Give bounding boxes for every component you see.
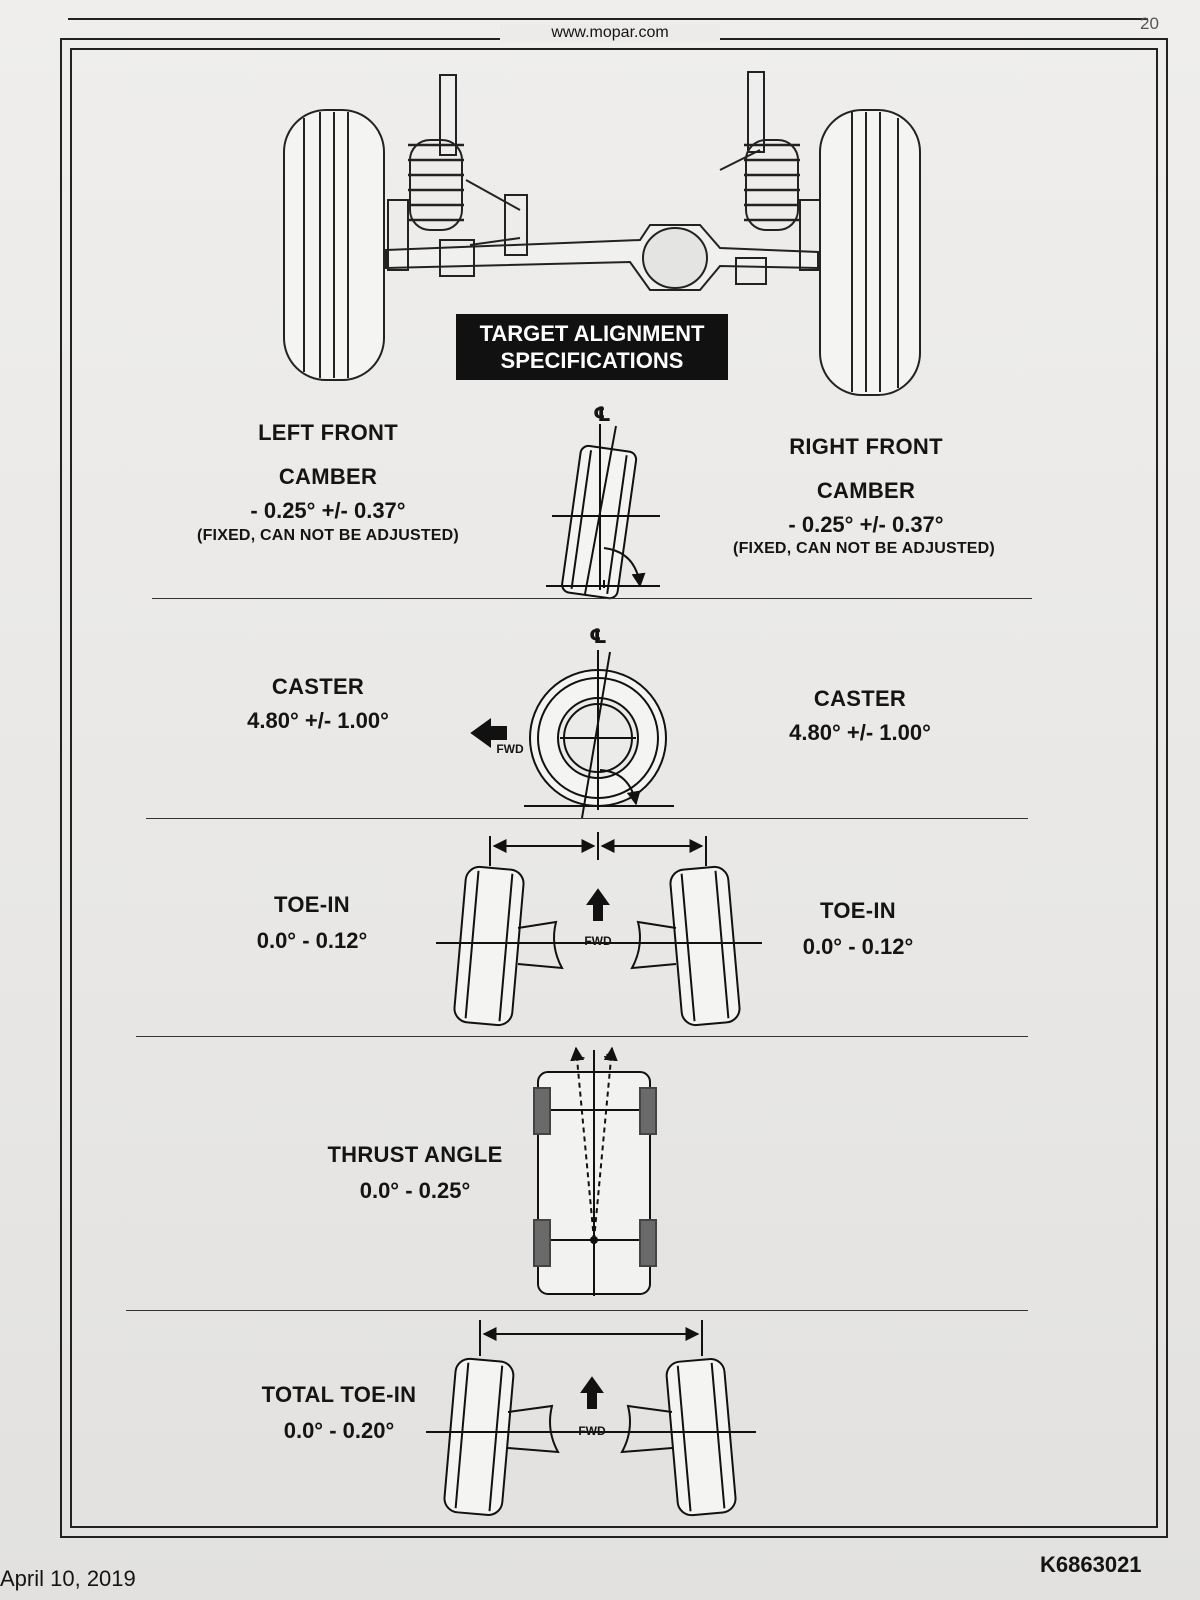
page-number: 20	[1140, 14, 1159, 33]
toe-in-fwd-label: FWD	[584, 934, 612, 948]
section-divider	[146, 818, 1028, 819]
target-alignment-banner: TARGET ALIGNMENT SPECIFICATIONS	[456, 314, 728, 380]
right-camber-value: - 0.25° +/- 0.37°	[788, 512, 944, 537]
page-border-inner	[70, 48, 1158, 1528]
section-divider	[152, 598, 1032, 599]
thrust-plus-label: +	[603, 1050, 611, 1064]
banner-line-1: TARGET ALIGNMENT	[479, 321, 705, 346]
total-toe-in-diagram	[426, 1320, 756, 1517]
thrust-angle-heading: THRUST ANGLE	[327, 1142, 503, 1167]
total-toe-in-fwd-label: FWD	[578, 1424, 606, 1438]
caster-diagram	[470, 650, 674, 819]
footer-part-number: K6863021	[1040, 1552, 1142, 1577]
left-front-title: LEFT FRONT	[258, 420, 398, 445]
right-camber-note: (FIXED, CAN NOT BE ADJUSTED)	[733, 540, 995, 557]
left-toe-in-heading: TOE-IN	[274, 892, 350, 917]
front-axle-illustration	[283, 71, 921, 396]
toe-in-diagram	[436, 832, 762, 1027]
camber-diagram	[546, 424, 660, 600]
banner-line-2: SPECIFICATIONS	[500, 348, 684, 373]
left-caster-heading: CASTER	[271, 674, 365, 699]
footer-date: April 10, 2019	[0, 1566, 136, 1591]
section-divider	[126, 1310, 1028, 1311]
left-camber-value: - 0.25° +/- 0.37°	[250, 498, 406, 523]
left-camber-note: (FIXED, CAN NOT BE ADJUSTED)	[197, 527, 459, 544]
left-toe-in-value: 0.0° - 0.12°	[256, 928, 368, 953]
thrust-minus-label: -	[581, 1050, 585, 1064]
right-camber-heading: CAMBER	[816, 478, 916, 503]
caster-fwd-label: FWD	[496, 742, 524, 756]
caster-centerline-symbol: ℄	[589, 626, 607, 648]
right-toe-in-value: 0.0° - 0.12°	[802, 934, 914, 959]
header-rule	[68, 18, 1148, 20]
thrust-angle-diagram	[533, 1046, 657, 1296]
right-toe-in-heading: TOE-IN	[820, 898, 896, 923]
total-toe-in-value: 0.0° - 0.20°	[283, 1418, 395, 1443]
section-divider	[136, 1036, 1028, 1037]
left-caster-value: 4.80° +/- 1.00°	[247, 708, 389, 733]
header-url: www.mopar.com	[500, 24, 720, 42]
left-camber-heading: CAMBER	[278, 464, 378, 489]
thrust-angle-value: 0.0° - 0.25°	[359, 1178, 471, 1203]
right-caster-heading: CASTER	[813, 686, 907, 711]
total-toe-in-heading: TOTAL TOE-IN	[261, 1382, 417, 1407]
camber-centerline-symbol: ℄	[593, 404, 611, 426]
right-caster-value: 4.80° +/- 1.00°	[789, 720, 931, 745]
right-front-title: RIGHT FRONT	[789, 434, 943, 459]
